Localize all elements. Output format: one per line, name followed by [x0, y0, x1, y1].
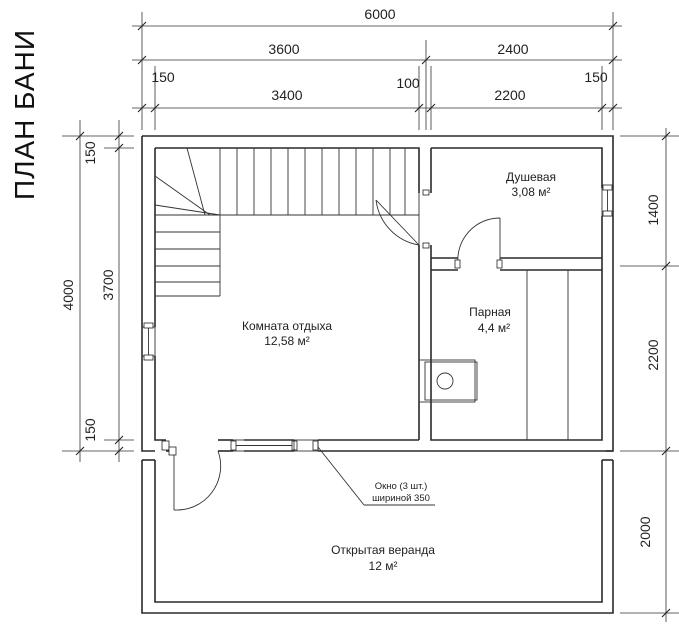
steam-area: 4,4 м² — [478, 321, 510, 335]
dim-partition: 100 — [396, 75, 420, 91]
top-dimensions — [132, 12, 622, 130]
doors — [161, 189, 503, 511]
window-callout-leader — [317, 446, 365, 506]
dim-total-depth: 4000 — [60, 279, 76, 310]
dim-left-part: 3600 — [268, 41, 299, 57]
right-dimensions — [620, 128, 679, 622]
shower-name: Душевая — [506, 170, 556, 184]
dim-inner-left: 3400 — [271, 87, 302, 103]
dim-wall-top: 150 — [82, 141, 98, 165]
dim-total-width: 6000 — [364, 6, 395, 22]
shower-area: 3,08 м² — [512, 185, 551, 199]
left-dimensions — [62, 120, 134, 462]
dim-shower-depth: 1400 — [645, 194, 661, 225]
window-note-line1: Окно (3 шт.) — [375, 481, 428, 492]
stove-burner-icon — [436, 372, 454, 390]
dim-steam-depth: 2200 — [645, 339, 661, 370]
steam-name: Парная — [469, 305, 511, 319]
stove — [418, 359, 478, 403]
dim-inner-depth: 3700 — [100, 269, 116, 300]
walls — [141, 135, 614, 614]
dim-veranda-depth: 2000 — [637, 516, 653, 547]
steam-room-benches — [526, 270, 569, 440]
veranda-name: Открытая веранда — [331, 543, 435, 557]
veranda-area: 12 м² — [369, 559, 398, 573]
dim-wall-left: 150 — [151, 69, 175, 85]
stairs — [154, 147, 419, 297]
dim-wall-bottom: 150 — [82, 418, 98, 442]
dim-wall-right: 150 — [584, 69, 608, 85]
rest-name: Комната отдыха — [242, 319, 332, 333]
plan-title: ПЛАН БАНИ — [9, 29, 40, 200]
dim-inner-right: 2200 — [494, 87, 525, 103]
windows — [141, 184, 614, 452]
window-note-line2: шириной 350 — [372, 493, 430, 504]
dim-right-part: 2400 — [497, 41, 528, 57]
rest-area: 12,58 м² — [264, 334, 310, 348]
